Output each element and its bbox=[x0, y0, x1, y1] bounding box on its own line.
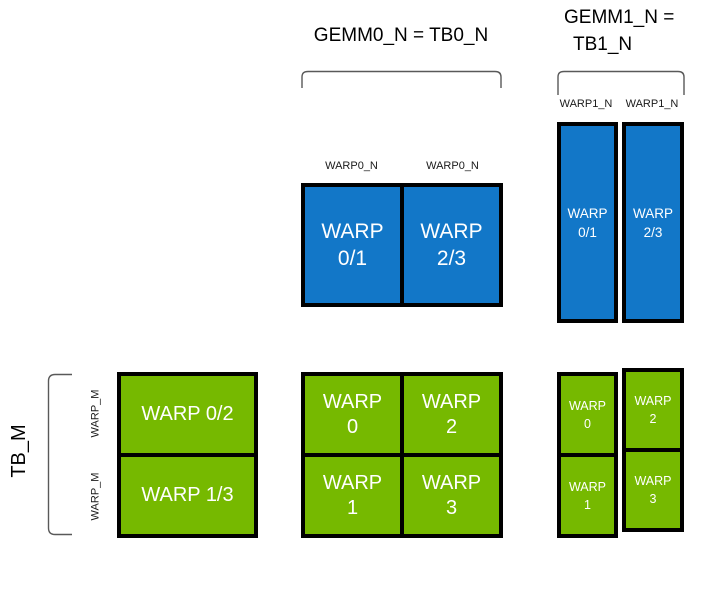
warp-tile-label: WARP bbox=[321, 220, 384, 243]
warp-tile-label: WARP bbox=[568, 398, 607, 413]
gemm0-extent-bracket-icon bbox=[301, 70, 502, 88]
warp-tile-label: WARP bbox=[420, 220, 483, 243]
warp-m-label-bottom: WARP_M bbox=[89, 472, 102, 521]
warp-tile-3: WARP 3 bbox=[404, 457, 499, 534]
warp-tile-2-3: WARP 2/3 bbox=[626, 126, 680, 319]
warp-tile-label: WARP bbox=[421, 390, 482, 413]
warp-tile-id: 0 bbox=[584, 416, 591, 431]
warp-m-label-top: WARP_M bbox=[89, 389, 102, 438]
accumulator-tile-grid-left: WARP 0/2 WARP 1/3 bbox=[117, 372, 258, 538]
warp-tile-ids: 0/1 bbox=[337, 247, 368, 270]
warp-tile-label: WARP bbox=[322, 390, 383, 413]
accumulator-tile-column-left: WARP 0 WARP 1 bbox=[557, 372, 618, 538]
accumulator-tile-grid-mid: WARP 0 WARP 2 WARP 1 WARP 3 bbox=[301, 372, 503, 538]
tb-m-axis-label: TB_M bbox=[8, 424, 30, 478]
warp-tile-1: WARP 1 bbox=[305, 457, 400, 534]
warp-tile-0-1: WARP 0/1 bbox=[305, 187, 400, 303]
gemm1-n-title-line1: GEMM1_N = bbox=[564, 7, 675, 28]
warp-tile-0: WARP 0 bbox=[561, 376, 614, 453]
warp-tile-0: WARP 0 bbox=[305, 376, 400, 453]
gemm1-extent-bracket-icon bbox=[557, 70, 685, 95]
warp0-n-label-left: WARP0_N bbox=[325, 160, 378, 172]
warp-tile-0-2: WARP 0/2 bbox=[121, 376, 254, 453]
warp-tile-label: WARP bbox=[421, 471, 482, 494]
warp-tile-id: 1 bbox=[584, 497, 591, 512]
gemm0-warp-tile-grid: WARP 0/1 WARP 2/3 bbox=[301, 183, 503, 307]
warp-tile-ids: 0/1 bbox=[578, 224, 597, 240]
gemm0-n-title: GEMM0_N = TB0_N bbox=[313, 25, 489, 46]
warp-tile-id: 2 bbox=[649, 412, 657, 426]
warp-tile-label: WARP 0/2 bbox=[141, 403, 234, 425]
warp-tile-2: WARP 2 bbox=[404, 376, 499, 453]
warp-tile-ids: 2/3 bbox=[436, 247, 467, 270]
warp-tile-0-1: WARP 0/1 bbox=[561, 126, 614, 319]
warp-tile-label: WARP 1/3 bbox=[141, 484, 234, 506]
warp-tile-3: WARP 3 bbox=[626, 452, 680, 528]
warp-tile-id: 1 bbox=[346, 496, 359, 519]
warp1-n-label-left: WARP1_N bbox=[559, 98, 613, 110]
warp-tile-label: WARP bbox=[568, 479, 607, 494]
accumulator-tile-column-right: WARP 2 WARP 3 bbox=[622, 368, 684, 532]
warp-tile-label: WARP bbox=[567, 205, 608, 221]
warp1-n-label-right: WARP1_N bbox=[625, 98, 679, 110]
warp-tile-1-3: WARP 1/3 bbox=[121, 457, 254, 534]
tb-m-extent-bracket-icon bbox=[47, 373, 72, 536]
warp-tile-label: WARP bbox=[634, 474, 672, 488]
warp-tile-1: WARP 1 bbox=[561, 457, 614, 534]
warp-tile-label: WARP bbox=[322, 471, 383, 494]
gemm1-warp-tile-column-left: WARP 0/1 bbox=[557, 122, 618, 323]
warp0-n-label-right: WARP0_N bbox=[426, 160, 479, 172]
warp-tile-id: 3 bbox=[649, 492, 657, 506]
warp-tile-id: 2 bbox=[445, 415, 458, 438]
gemm1-n-title: GEMM1_N = TB1_N bbox=[564, 4, 696, 58]
gemm1-n-title-line2: TB1_N bbox=[573, 34, 633, 55]
warp-tile-2-3: WARP 2/3 bbox=[404, 187, 499, 303]
warp-tile-2: WARP 2 bbox=[626, 372, 680, 448]
warp-tile-id: 0 bbox=[346, 415, 359, 438]
warp-tile-label: WARP bbox=[633, 205, 673, 221]
warp-tile-id: 3 bbox=[445, 496, 458, 519]
warp-tile-ids: 2/3 bbox=[643, 224, 663, 240]
gemm1-warp-tile-column-right: WARP 2/3 bbox=[622, 122, 684, 323]
warp-tile-label: WARP bbox=[634, 394, 672, 408]
